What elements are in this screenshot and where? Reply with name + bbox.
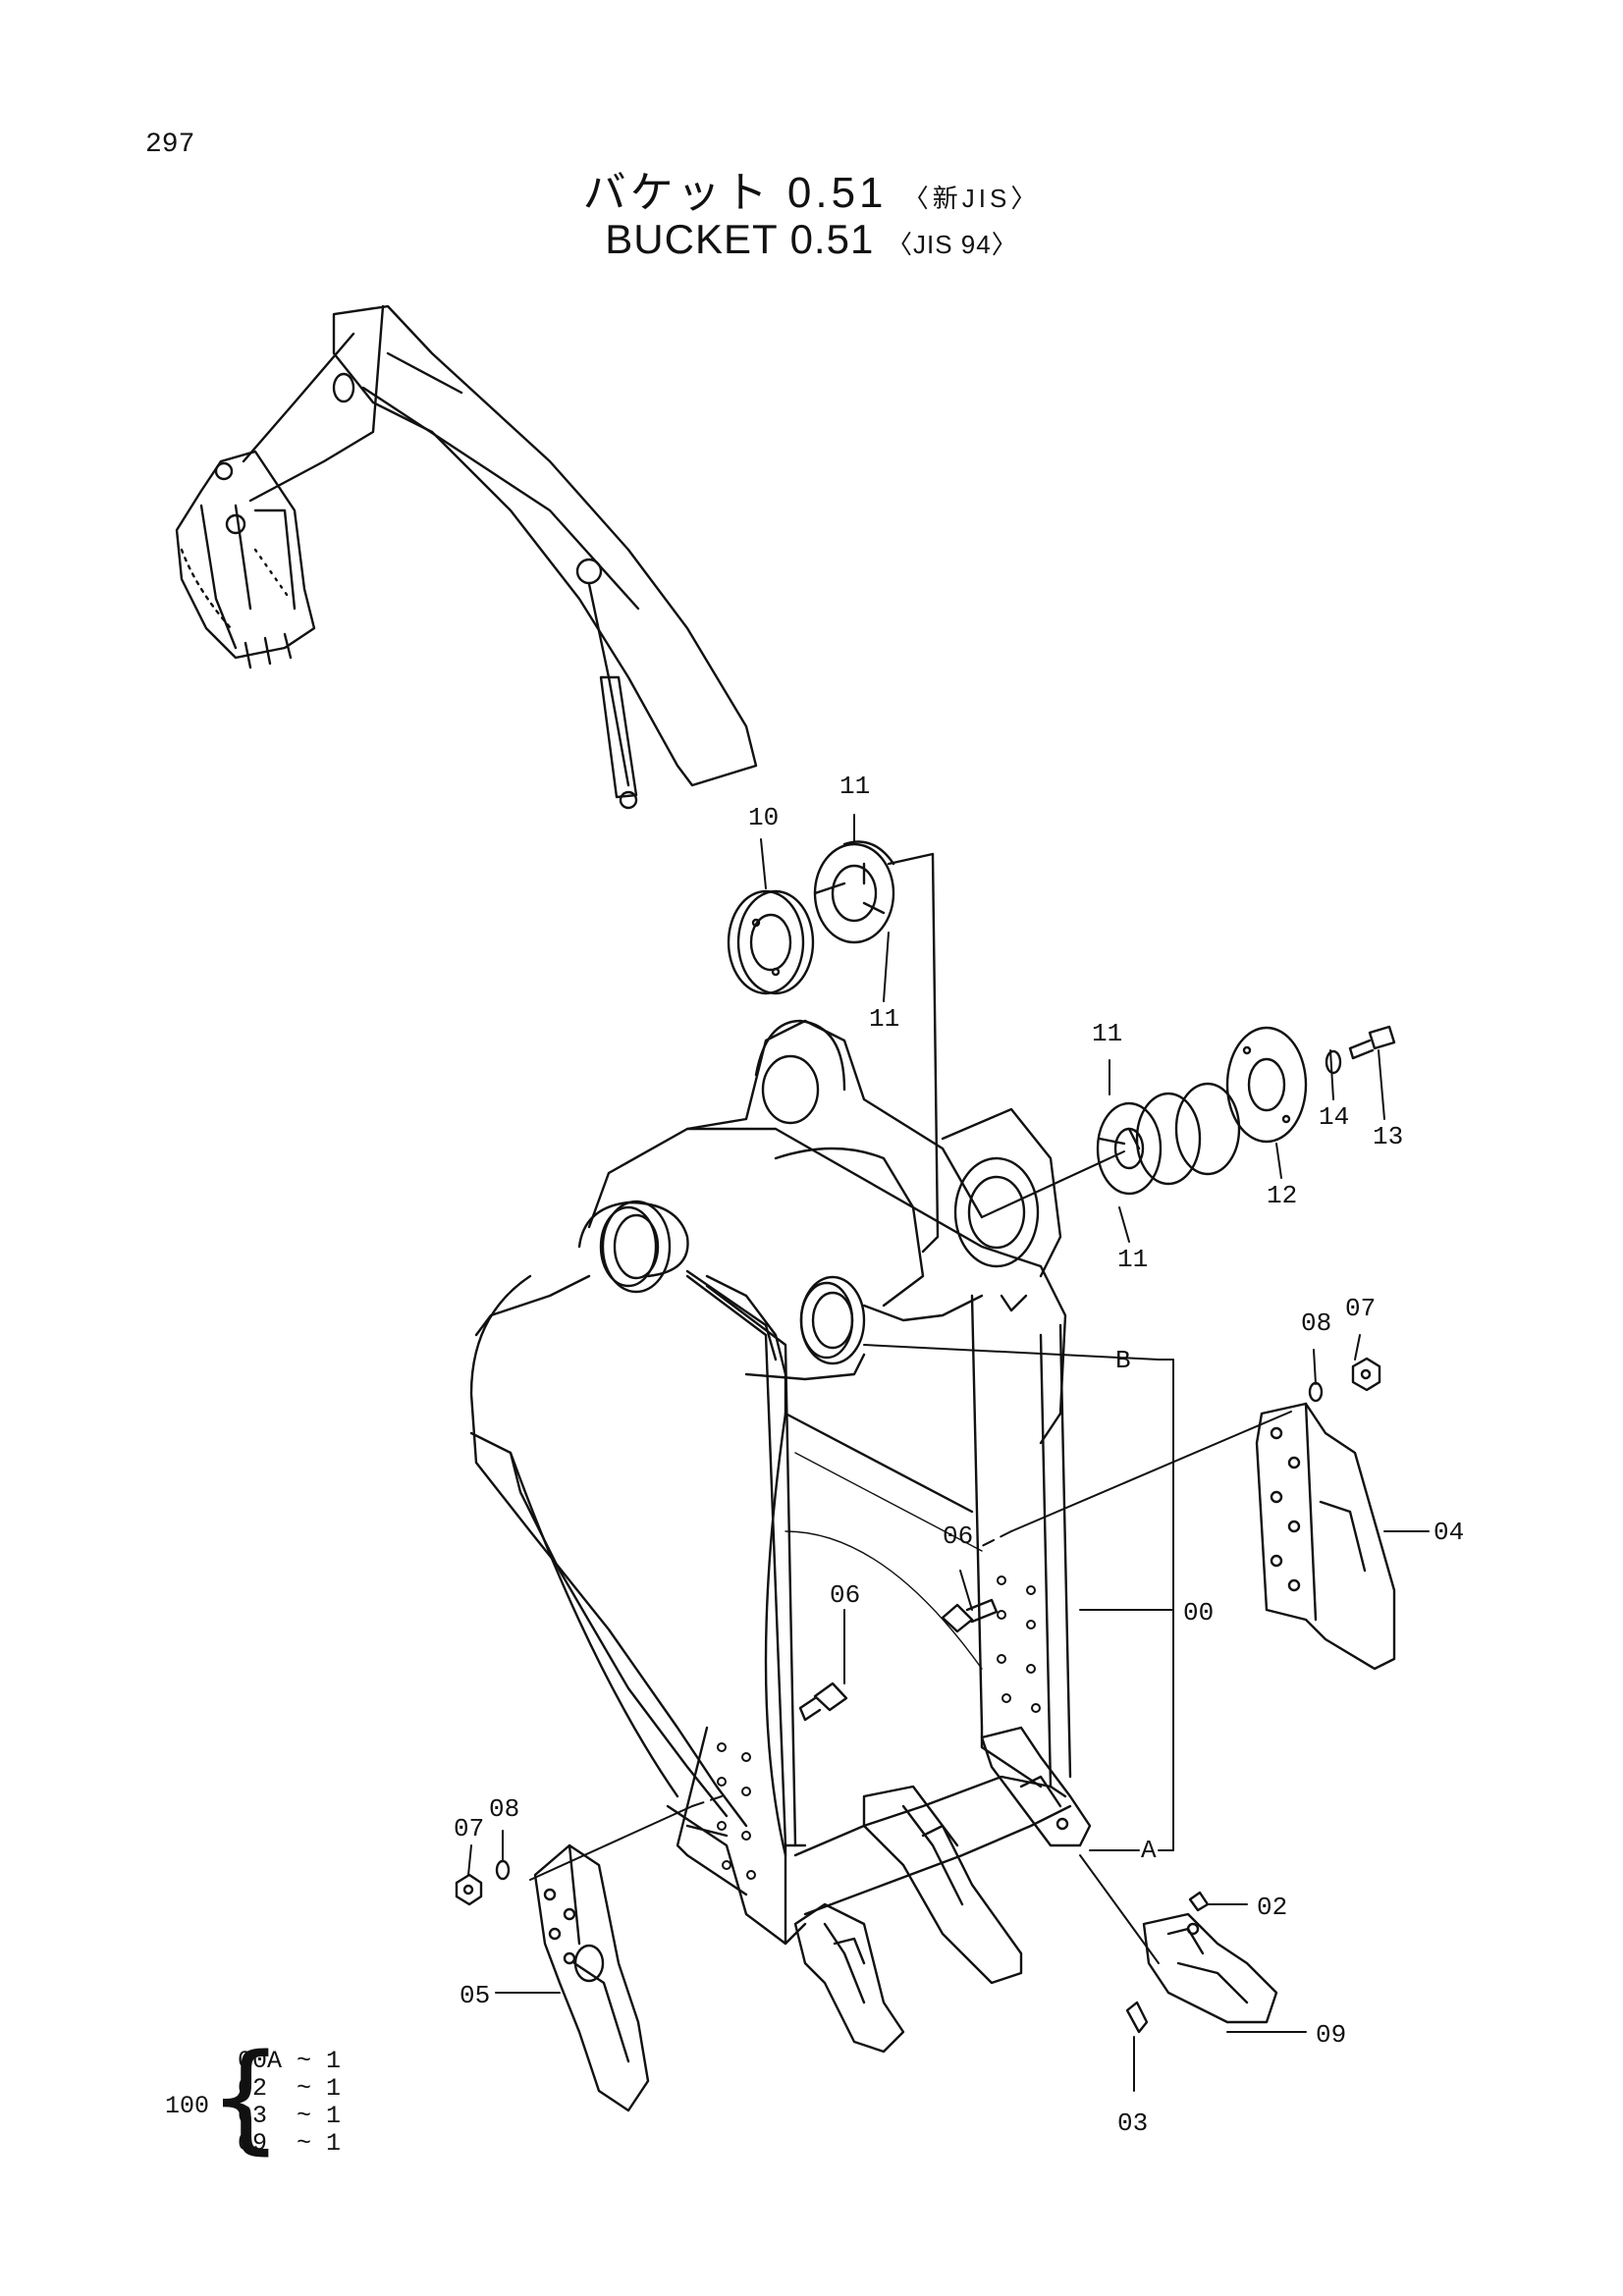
callout-02: 02 bbox=[1257, 1893, 1287, 1922]
kit-item: 09 ~ 1 bbox=[238, 2129, 342, 2158]
part-10-shim-plate bbox=[727, 889, 815, 995]
callout-11-upper-bottom: 11 bbox=[869, 1004, 899, 1034]
bucket-teeth bbox=[793, 1726, 1092, 2054]
part-14-washer bbox=[1325, 1049, 1342, 1075]
title-english: BUCKET 0.51 〈JIS 94〉 bbox=[0, 216, 1623, 263]
callout-09: 09 bbox=[1316, 2020, 1346, 2050]
right-side-holes bbox=[997, 1575, 1041, 1713]
callout-10: 10 bbox=[748, 803, 779, 832]
part-07-nut-left bbox=[455, 1873, 483, 1906]
part-08-washer-left bbox=[495, 1859, 511, 1881]
callout-06-lower: 06 bbox=[830, 1580, 860, 1610]
callout-13: 13 bbox=[1373, 1122, 1403, 1151]
callout-11-top: 11 bbox=[839, 772, 870, 801]
part-11-shim-set-right bbox=[1096, 1082, 1241, 1196]
part-03-lock bbox=[1125, 2001, 1149, 2034]
title-japanese-main: バケット 0.51 bbox=[582, 169, 888, 217]
part-02-pin bbox=[1188, 1891, 1210, 1912]
leader-lines bbox=[467, 814, 1430, 2092]
callout-03: 03 bbox=[1117, 2109, 1148, 2138]
kit-item: 00A ~ 1 bbox=[238, 2047, 342, 2075]
callout-00: 00 bbox=[1183, 1598, 1214, 1628]
callout-04: 04 bbox=[1434, 1518, 1464, 1547]
part-06-bolt-lower bbox=[798, 1682, 848, 1722]
callout-11-right-top: 11 bbox=[1092, 1019, 1122, 1048]
kit-brace: { bbox=[208, 2030, 284, 2166]
callout-14: 14 bbox=[1319, 1102, 1349, 1132]
page-number: 297 bbox=[145, 130, 195, 160]
title-japanese: バケット 0.51 〈新JIS〉 bbox=[0, 157, 1623, 220]
kit-item: 03 ~ 1 bbox=[238, 2102, 342, 2130]
part-07-nut-right bbox=[1351, 1357, 1381, 1392]
part-06-bolt-upper bbox=[941, 1598, 999, 1633]
leader-11-upper bbox=[887, 852, 940, 1254]
part-09-tooth bbox=[1142, 1912, 1278, 2024]
callout-ref-a: A bbox=[1141, 1836, 1157, 1865]
callout-07-left: 07 bbox=[454, 1814, 484, 1843]
left-side-holes bbox=[717, 1742, 756, 1880]
callout-11-right-bottom: 11 bbox=[1117, 1245, 1148, 1274]
callout-05: 05 bbox=[460, 1981, 490, 2010]
callout-08-left: 08 bbox=[489, 1794, 519, 1824]
part-04-side-cutter-right bbox=[1255, 1402, 1396, 1671]
kit-item: 02 ~ 1 bbox=[238, 2074, 342, 2103]
callout-ref-b: B bbox=[1115, 1346, 1131, 1375]
kit-number: 100 bbox=[165, 2092, 210, 2120]
part-08-washer-right bbox=[1308, 1381, 1324, 1403]
bucket-body bbox=[469, 1019, 1072, 1946]
callout-08-right: 08 bbox=[1301, 1308, 1331, 1338]
part-13-bolt bbox=[1348, 1025, 1396, 1060]
callout-06-upper: 06 bbox=[943, 1522, 973, 1551]
part-12-plate bbox=[1225, 1026, 1308, 1144]
part-11-shim-set-upper bbox=[813, 840, 895, 944]
excavator-arm-illustration bbox=[175, 304, 758, 810]
callout-12: 12 bbox=[1267, 1181, 1297, 1210]
title-english-main: BUCKET 0.51 bbox=[605, 216, 875, 262]
part-05-side-cutter-left bbox=[533, 1843, 650, 2112]
title-japanese-spec: 〈新JIS〉 bbox=[902, 184, 1041, 213]
callout-labels: 00 02 03 04 05 06 06 07 07 08 08 09 10 1… bbox=[454, 772, 1464, 2138]
callout-07-right: 07 bbox=[1345, 1294, 1376, 1323]
title-english-spec: 〈JIS 94〉 bbox=[886, 230, 1018, 259]
